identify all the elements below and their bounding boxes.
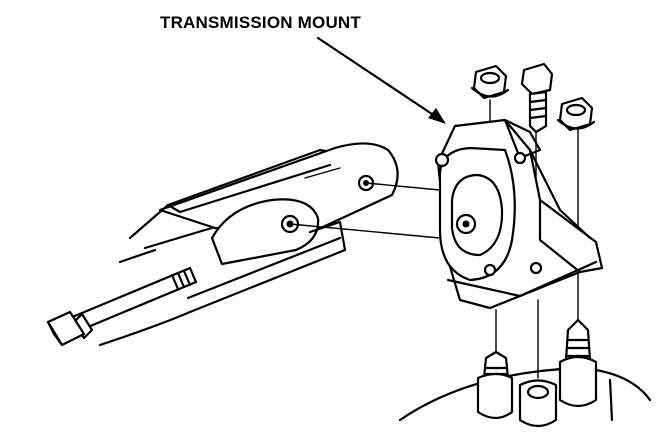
upper-bolt-center [520, 62, 554, 134]
through-bolt [46, 266, 198, 347]
transmission-housing-base [398, 355, 652, 428]
upper-flange-nut-left [470, 64, 510, 100]
frame-bracket-arm [98, 142, 399, 347]
label-leader-arrow [316, 36, 446, 124]
transmission-mount-label: TRANSMISSION MOUNT [160, 13, 361, 32]
upper-flange-nut-right [556, 96, 596, 132]
transmission-mount-bracket [434, 118, 604, 310]
lower-stud-right [564, 318, 592, 362]
